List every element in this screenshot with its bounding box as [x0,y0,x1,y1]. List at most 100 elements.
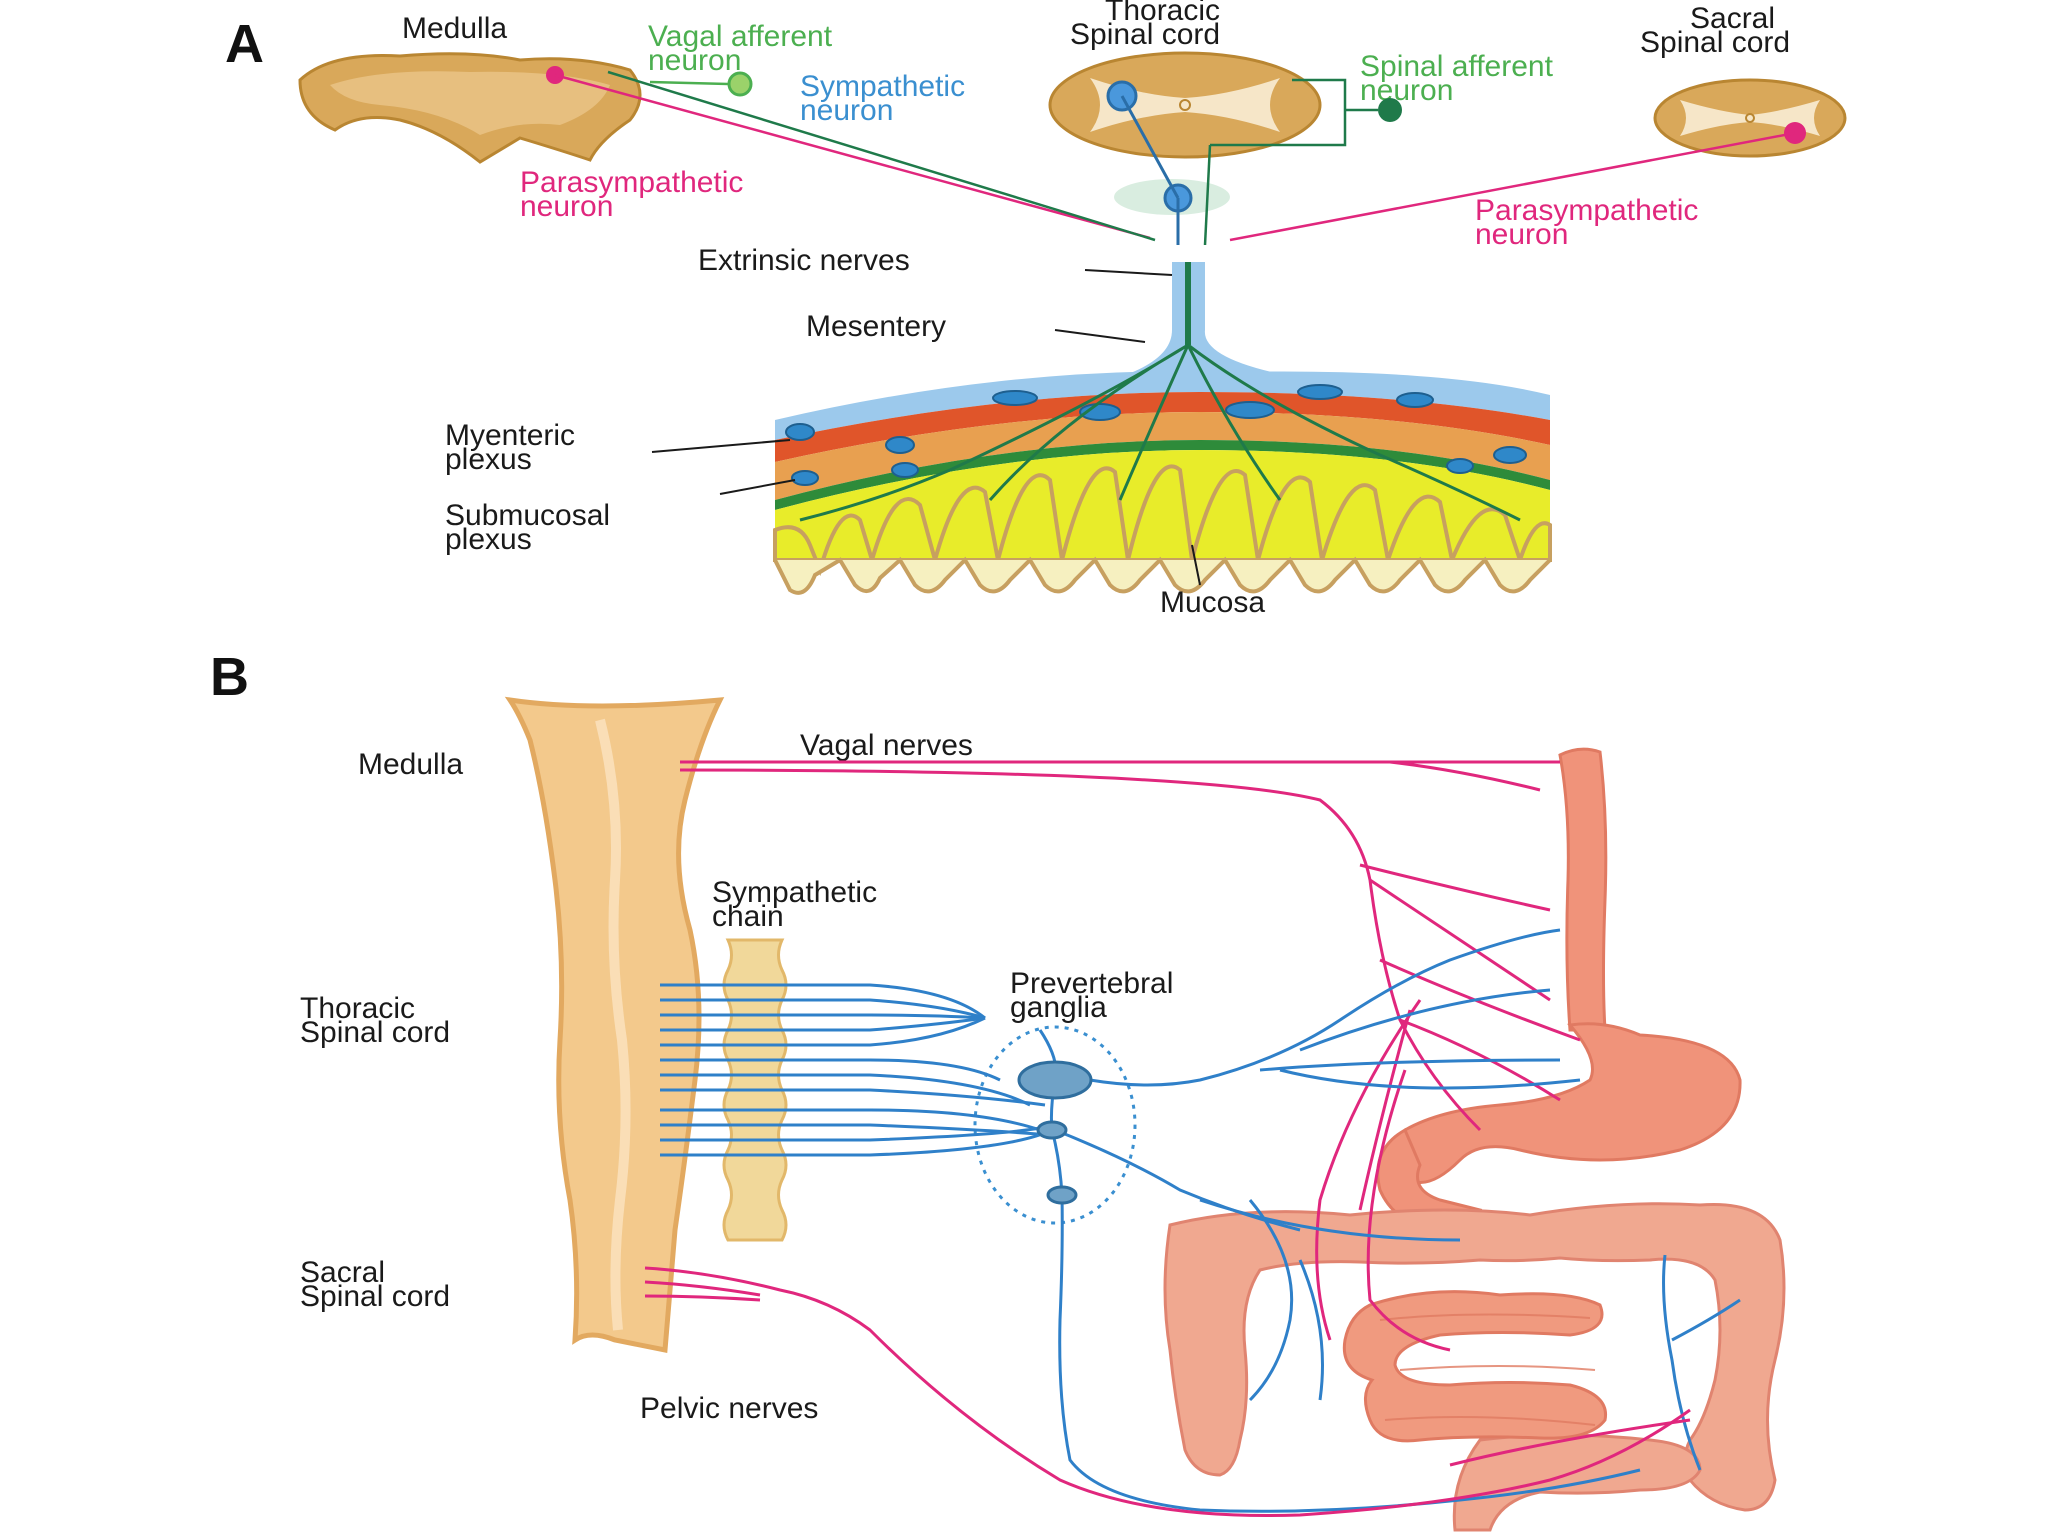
b-thoracic-label-line1: Thoracic [300,992,415,1025]
vagal-branch-intestine-3 [1366,1069,1451,1352]
thoracic-outflow-3 [660,1013,986,1020]
thoracic-outflow-8 [660,1088,1046,1107]
pelvic-branch-rectum [1449,1418,1691,1467]
submucosal-label-line1: Submucosal [445,499,610,532]
thoracic-cord-canal [1179,99,1191,111]
ganglia-to-stomach [1089,928,1561,1087]
parasympathetic-right-label-line1: Parasympathetic [1475,194,1698,227]
parasympathetic-left-label-line1: Parasympathetic [520,166,743,199]
mesentery-label: Mesentery [806,310,946,343]
prevertebral-ganglia-outline [973,1025,1137,1225]
mesentery-stalk [1050,262,1420,392]
pelvic-nerve-2 [644,1280,761,1297]
vagal-afferent-fiber [607,70,1156,242]
vagal-nerve-lower [679,768,1482,1132]
medulla-parasympathetic-fiber [554,73,1151,240]
villi-epithelium-lower [773,556,1552,595]
mucosa-villi [773,464,1552,577]
thoracic-outflow-5 [660,1016,986,1047]
superior-mesenteric-ganglion [1036,1120,1068,1140]
ganglia-branch-stomach-a [1259,1058,1561,1072]
mucosa-pointer [1191,544,1201,586]
prevertebral-label-line1: Prevertebral [1010,967,1173,1000]
intestine-branch-b [1298,1259,1324,1401]
vagal-branch-intestine-2 [1358,1009,1412,1211]
spinal-afferent-label-line2: neuron [1360,74,1453,107]
sympathetic-label-line1: Sympathetic [800,70,965,103]
b-thoracic-label-line2: Spinal cord [300,1016,450,1049]
b-sacral-label-line2: Spinal cord [300,1280,450,1313]
pelvic-nerve-1 [644,1266,1691,1518]
sacral-parasympathetic-fiber [1229,131,1796,242]
descending-colon-branch [1671,1298,1741,1342]
celiac-ganglion [1017,1060,1093,1100]
vagal-afferent-branch [649,80,729,86]
vagal-afferent-label-line1: Vagal afferent [648,20,833,53]
parasympathetic-left-label-line2: neuron [520,190,613,223]
ganglia-branch-stomach-c [1279,1068,1581,1090]
sacral-cord-grey-matter [1680,100,1820,136]
parasympathetic-right-label-line2: neuron [1475,218,1568,251]
spinal-cord-highlight [595,718,631,1331]
ganglia-branch-stomach-b [1299,988,1551,1052]
esophagus [1558,747,1608,1032]
mucosa-label: Mucosa [1160,586,1265,619]
panel-b: B Medulla Thoracic Spinal cord Sacral Sp… [210,647,1786,1532]
muscle-outer-layer [775,392,1550,462]
intestine-branch-a [1248,1199,1294,1402]
extrinsic-pointer [1084,269,1173,276]
thoracic-outflow-7 [660,1073,1031,1107]
small-intestine [1342,1290,1608,1443]
pelvic-nerves [644,1266,1691,1518]
submucosal-ganglia [791,458,1474,486]
thoracic-outflow-4 [660,1016,986,1032]
vagal-nerves-label: Vagal nerves [800,729,973,762]
thoracic-label-line2: Spinal cord [1070,18,1220,51]
inferior-mesenteric-ganglion [1046,1185,1078,1205]
sympathetic-fiber-upper [1120,95,1180,199]
vagal-branch-stomach-2 [1399,1018,1561,1102]
thoracic-outflow-10 [660,1123,1051,1137]
prevertebral-label-line2: ganglia [1010,991,1107,1024]
pelvic-nerve-3 [644,1294,761,1302]
thoracic-outflow-6 [660,1058,1001,1082]
myenteric-label-line1: Myenteric [445,419,575,452]
thoracic-cord-grey-matter [1090,78,1280,132]
spinal-afferent-cell [1378,98,1402,122]
b-sacral-label-line1: Sacral [300,1256,385,1289]
thoracic-cord-section [1048,51,1322,159]
panel-b-letter: B [210,647,249,707]
sympathetic-chain-label-line2: chain [712,900,784,933]
myenteric-label-line2: plexus [445,443,532,476]
medulla-inner [330,71,610,135]
pelvic-nerves-label: Pelvic nerves [640,1392,818,1425]
b-medulla-label: Medulla [358,748,463,781]
mesentery-pointer [1054,329,1146,343]
thoracic-outflow-1 [660,983,986,1020]
prevertebral-ganglia [1017,1060,1093,1205]
intramural-nerve-fibers [799,343,1521,522]
colon [1163,1202,1786,1512]
thoracic-outflow-2 [660,998,986,1020]
small-intestine-folds [1379,1313,1596,1426]
muscle-longitudinal-layer [775,412,1550,500]
thoracic-label-line1: Thoracic [1105,0,1220,27]
sympathetic-chain-label-line1: Sympathetic [712,876,877,909]
stomach [1392,1022,1742,1184]
submucosal-label-line2: plexus [445,523,532,556]
sympathetic-label-line2: neuron [800,94,893,127]
medulla-cross-section [298,52,642,164]
thoracic-outflow-9 [660,1108,1041,1132]
myenteric-ganglia [785,384,1527,464]
panel-a: A Medulla Vagal afferent neuron Thoracic… [225,0,1847,619]
panel-a-letter: A [225,14,264,74]
vagal-branch-esophagus-1 [1389,760,1541,792]
sacral-cord-section [1653,78,1847,158]
gut-organs [1163,747,1786,1532]
vagal-branch-lateral [1369,878,1551,1002]
medulla-label: Medulla [402,12,507,45]
vagal-afferent-label-line2: neuron [648,44,741,77]
serosa-layer [775,371,1550,440]
myenteric-pointer [651,439,791,453]
spinal-afferent-descending [1203,144,1212,246]
